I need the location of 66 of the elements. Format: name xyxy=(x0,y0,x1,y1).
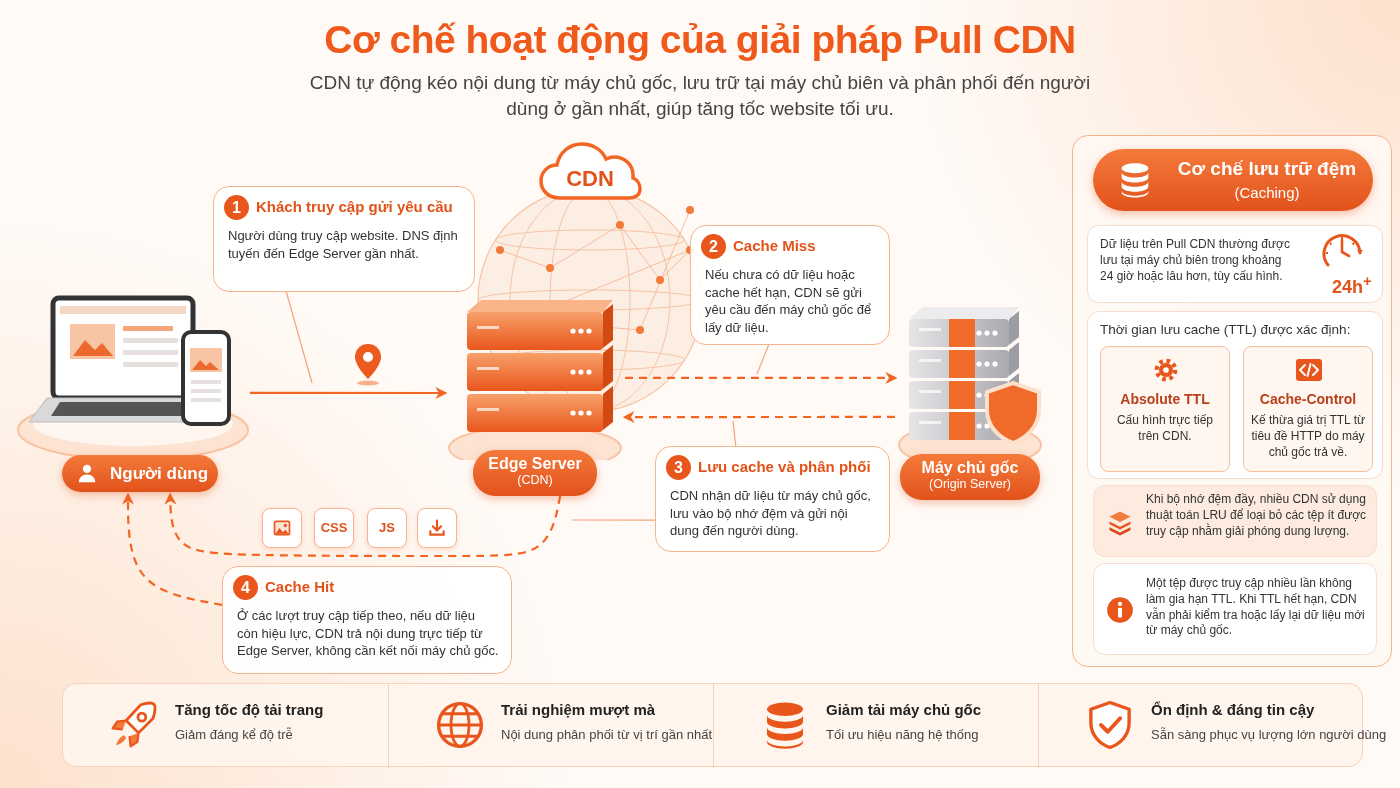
feature-title: Ổn định & đáng tin cậy xyxy=(1151,701,1315,718)
step-card xyxy=(655,446,890,552)
file-tile xyxy=(262,508,302,548)
user-label: Người dùng xyxy=(110,464,209,484)
step-card xyxy=(222,566,512,674)
ttl-option-card xyxy=(1100,346,1230,472)
server-subtitle: (Origin Server) xyxy=(928,477,1012,491)
duration-label: 24h$^{+}$ xyxy=(1332,272,1372,298)
server-name: Máy chủ gốc xyxy=(920,459,1020,477)
option-title: Cache-Control xyxy=(1258,391,1358,407)
feature-title: Tăng tốc độ tải trang xyxy=(175,701,324,718)
step-heading: Khách truy cập gửi yêu cầu xyxy=(256,198,453,215)
side-panel xyxy=(1072,135,1392,667)
step-heading: Cache Miss xyxy=(733,237,816,254)
arrow xyxy=(622,411,895,424)
step-description: CDN nhận dữ liệu từ máy chủ gốc, lưu vào bộ nhớ đệm và gửi nội dung đến người dùng. xyxy=(670,487,872,540)
leader-line xyxy=(285,291,313,384)
step-card xyxy=(213,186,475,292)
leader-line xyxy=(756,344,770,375)
option-description: Cấu hình trực tiếp trên CDN. xyxy=(1115,413,1215,445)
subtitle: CDN tự động kéo nội dung từ máy chủ gốc, lưu trữ tại máy chủ biên và phân phối đến người dùng ở gần nhất, giúp tăng tốc website tối ưu. xyxy=(308,71,1092,121)
feature-title: Giảm tải máy chủ gốc xyxy=(826,701,982,718)
feature-title: Trải nghiệm mượt mà xyxy=(501,701,656,718)
feature-description: Nội dung phân phối từ vị trí gần nhất xyxy=(501,727,713,742)
option-title: Absolute TTL xyxy=(1119,391,1211,407)
leader-line xyxy=(571,519,656,521)
file-tile xyxy=(314,508,354,548)
leader-line xyxy=(732,420,737,447)
arrow xyxy=(250,387,448,399)
panel-heading: Cơ chế lưu trữ đệm xyxy=(1176,158,1358,180)
ttl-heading: Thời gian lưu cache (TTL) được xác định: xyxy=(1100,322,1351,337)
step-heading: Cache Hit xyxy=(265,578,335,595)
step-description: Nếu chưa có dữ liệu hoặc cache hết hạn, CDN sẽ gửi yêu cầu đến máy chủ gốc để lấy dữ liệu. xyxy=(705,266,873,337)
file-tile xyxy=(417,508,457,548)
note-card xyxy=(1093,485,1377,557)
note-text: Một tệp được truy cập nhiều lần không làm gia hạn TTL. Khi TTL hết hạn, CDN vẫn phải kiểm tra hoặc lấy lại dữ liệu mới từ máy chủ gốc. xyxy=(1146,576,1366,640)
step-number: 3 xyxy=(666,455,691,480)
feature-description: Tối ưu hiệu năng hệ thống xyxy=(826,727,979,742)
step-description: Ở các lượt truy cập tiếp theo, nếu dữ liệu còn hiệu lực, CDN trả nội dung trực tiếp từ Edge Server, không cần kết nối máy chủ gốc. xyxy=(237,607,499,660)
arrow xyxy=(625,371,898,384)
step-number: 4 xyxy=(233,575,258,600)
server-subtitle: (CDN) xyxy=(516,473,554,487)
heading-pill xyxy=(1093,149,1373,211)
server-name: Edge Server xyxy=(487,455,583,473)
feature-description: Sẵn sàng phục vụ lượng lớn người dùng xyxy=(1151,727,1387,742)
file-type-label: JS xyxy=(378,520,396,535)
feature-description: Giảm đáng kể độ trễ xyxy=(175,727,293,742)
info-text: Dữ liệu trên Pull CDN thường được lưu tại máy chủ biên trong khoảng 24 giờ hoặc lâu hơn, tùy cấu hình. xyxy=(1100,237,1291,285)
note-card xyxy=(1093,563,1377,655)
panel-subheading: (Caching) xyxy=(1233,184,1301,201)
step-heading: Lưu cache và phân phối xyxy=(698,458,871,475)
step-card xyxy=(690,225,890,345)
file-tile xyxy=(367,508,407,548)
step-number: 1 xyxy=(224,195,249,220)
note-text: Khi bộ nhớ đệm đầy, nhiều CDN sử dụng thuật toán LRU để loại bỏ các tệp ít được truy cập nhằm giải phóng dung lượng. xyxy=(1146,492,1368,540)
ttl-card xyxy=(1087,311,1383,479)
step-number: 2 xyxy=(701,234,726,259)
file-type-label: CSS xyxy=(319,520,349,535)
ttl-option-card xyxy=(1243,346,1373,472)
arrow xyxy=(122,492,223,606)
page-title: Cơ chế hoạt động của giải pháp Pull CDN xyxy=(324,18,1076,61)
option-description: Kế thừa giá trị TTL từ tiêu đề HTTP do máy chủ gốc trả về. xyxy=(1250,413,1366,461)
info-card xyxy=(1087,225,1383,303)
step-description: Người dùng truy cập website. DNS định tuyến đến Edge Server gần nhất. xyxy=(228,227,459,263)
cloud-label: CDN xyxy=(565,166,615,192)
arrow xyxy=(164,492,562,558)
